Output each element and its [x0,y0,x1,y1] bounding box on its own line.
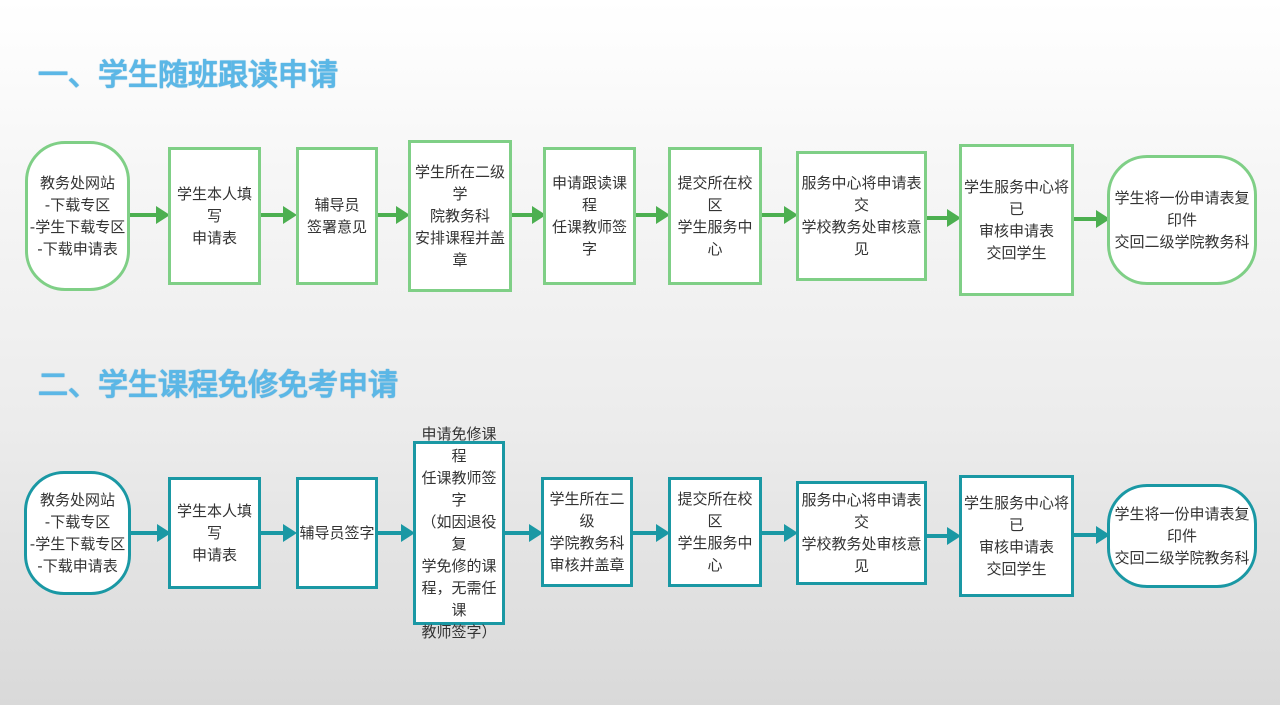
flow1-step-return: 学生服务中心将已 审核申请表 交回学生 [959,144,1074,296]
flow2-step-return: 学生服务中心将已 审核申请表 交回学生 [959,475,1074,597]
section1-title: 一、学生随班跟读申请 [38,58,338,93]
flow1-step-review: 服务中心将申请表交 学校教务处审核意见 [796,151,927,281]
flow2-step-start: 教务处网站 -下载专区 -学生下载专区 -下载申请表 [24,471,131,595]
flow2-step-teacher-sign: 申请免修课程 任课教师签字 （如因退役复 学免修的课 程，无需任课 教师签字） [413,425,505,641]
flow1-step-fill-form: 学生本人填写 申请表 [168,147,261,285]
flow2-step-end: 学生将一份申请表复印件 交回二级学院教务科 [1107,484,1257,588]
flow1-step-start: 教务处网站 -下载专区 -学生下载专区 -下载申请表 [25,141,130,291]
flow1-step-end: 学生将一份申请表复印件 交回二级学院教务科 [1107,155,1257,285]
flow2-step-submit: 提交所在校区 学生服务中心 [668,477,762,587]
flow2-step-review: 服务中心将申请表交 学校教务处审核意见 [796,481,927,585]
flow2-step-college: 学生所在二级 学院教务科 审核并盖章 [541,477,633,587]
section2-title: 二、学生课程免修免考申请 [38,368,398,403]
flow1-step-submit: 提交所在校区 学生服务中心 [668,147,762,285]
flow2-step-counselor: 辅导员签字 [296,477,378,589]
flow2-step-fill-form: 学生本人填写 申请表 [168,477,261,589]
flow1-step-teacher-sign: 申请跟读课程 任课教师签字 [543,147,636,285]
flow1-step-college: 学生所在二级学 院教务科 安排课程并盖章 [408,140,512,292]
flow1-step-counselor: 辅导员 签署意见 [296,147,378,285]
